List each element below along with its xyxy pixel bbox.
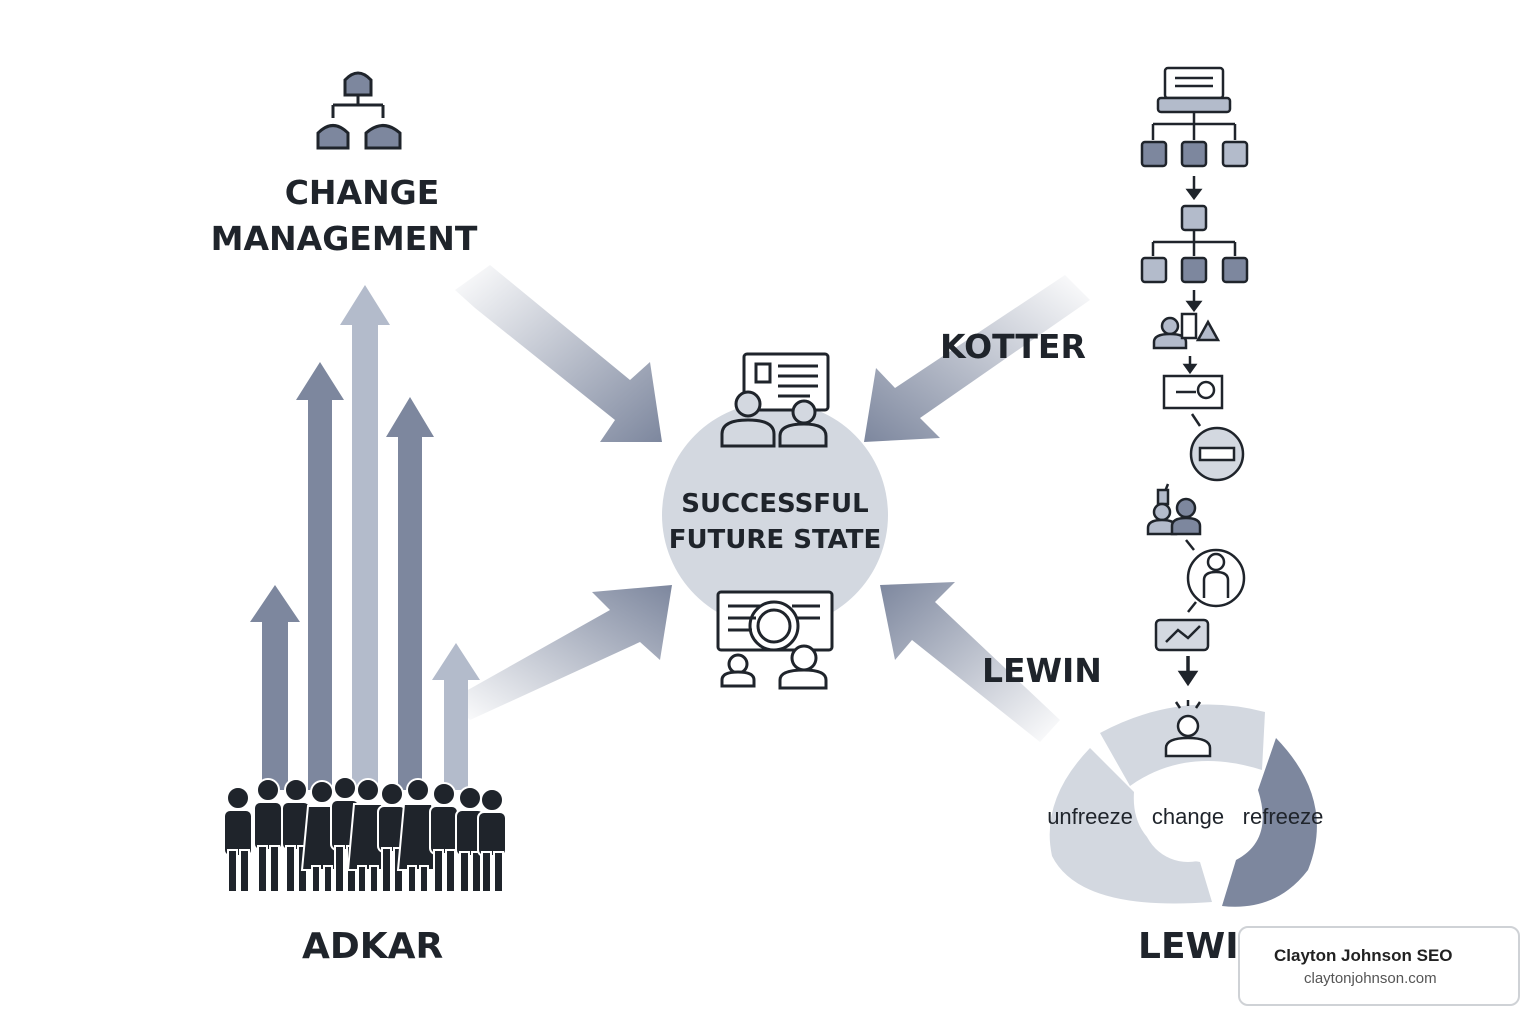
adkar-up-arrows bbox=[250, 285, 480, 790]
change-management-label-line2: MANAGEMENT bbox=[211, 219, 478, 258]
branding-badge: Clayton Johnson SEO claytonjohnson.com bbox=[1238, 926, 1520, 1006]
flowchart-icon bbox=[1140, 66, 1249, 687]
change-management-label-line1: CHANGE bbox=[285, 173, 440, 212]
arrow-bottom-left bbox=[450, 585, 672, 720]
lewin-side-label: LEWIN bbox=[982, 651, 1102, 690]
cycle-unfreeze-label: unfreeze bbox=[1047, 804, 1133, 829]
lewin-cycle bbox=[1049, 700, 1317, 907]
presentation-icon bbox=[720, 352, 830, 448]
crowd-icon bbox=[223, 776, 507, 893]
adkar-label: ADKAR bbox=[302, 926, 443, 967]
brand-name: Clayton Johnson SEO bbox=[1274, 946, 1453, 965]
center-circle bbox=[662, 402, 888, 628]
arrow-top-right bbox=[864, 275, 1090, 442]
center-label-line1: SUCCESSFUL bbox=[681, 489, 868, 519]
cycle-change-label: change bbox=[1152, 804, 1224, 829]
brand-url: claytonjohnson.com bbox=[1304, 970, 1437, 987]
arrow-bottom-right bbox=[880, 582, 1060, 742]
person-icon bbox=[1164, 700, 1212, 758]
meeting-icon bbox=[716, 590, 834, 690]
cycle-refreeze-label: refreeze bbox=[1243, 804, 1324, 829]
arrow-top-left bbox=[455, 265, 662, 442]
org-chart-icon bbox=[316, 71, 402, 150]
center-label-line2: FUTURE STATE bbox=[669, 525, 882, 555]
kotter-label: KOTTER bbox=[940, 327, 1086, 366]
